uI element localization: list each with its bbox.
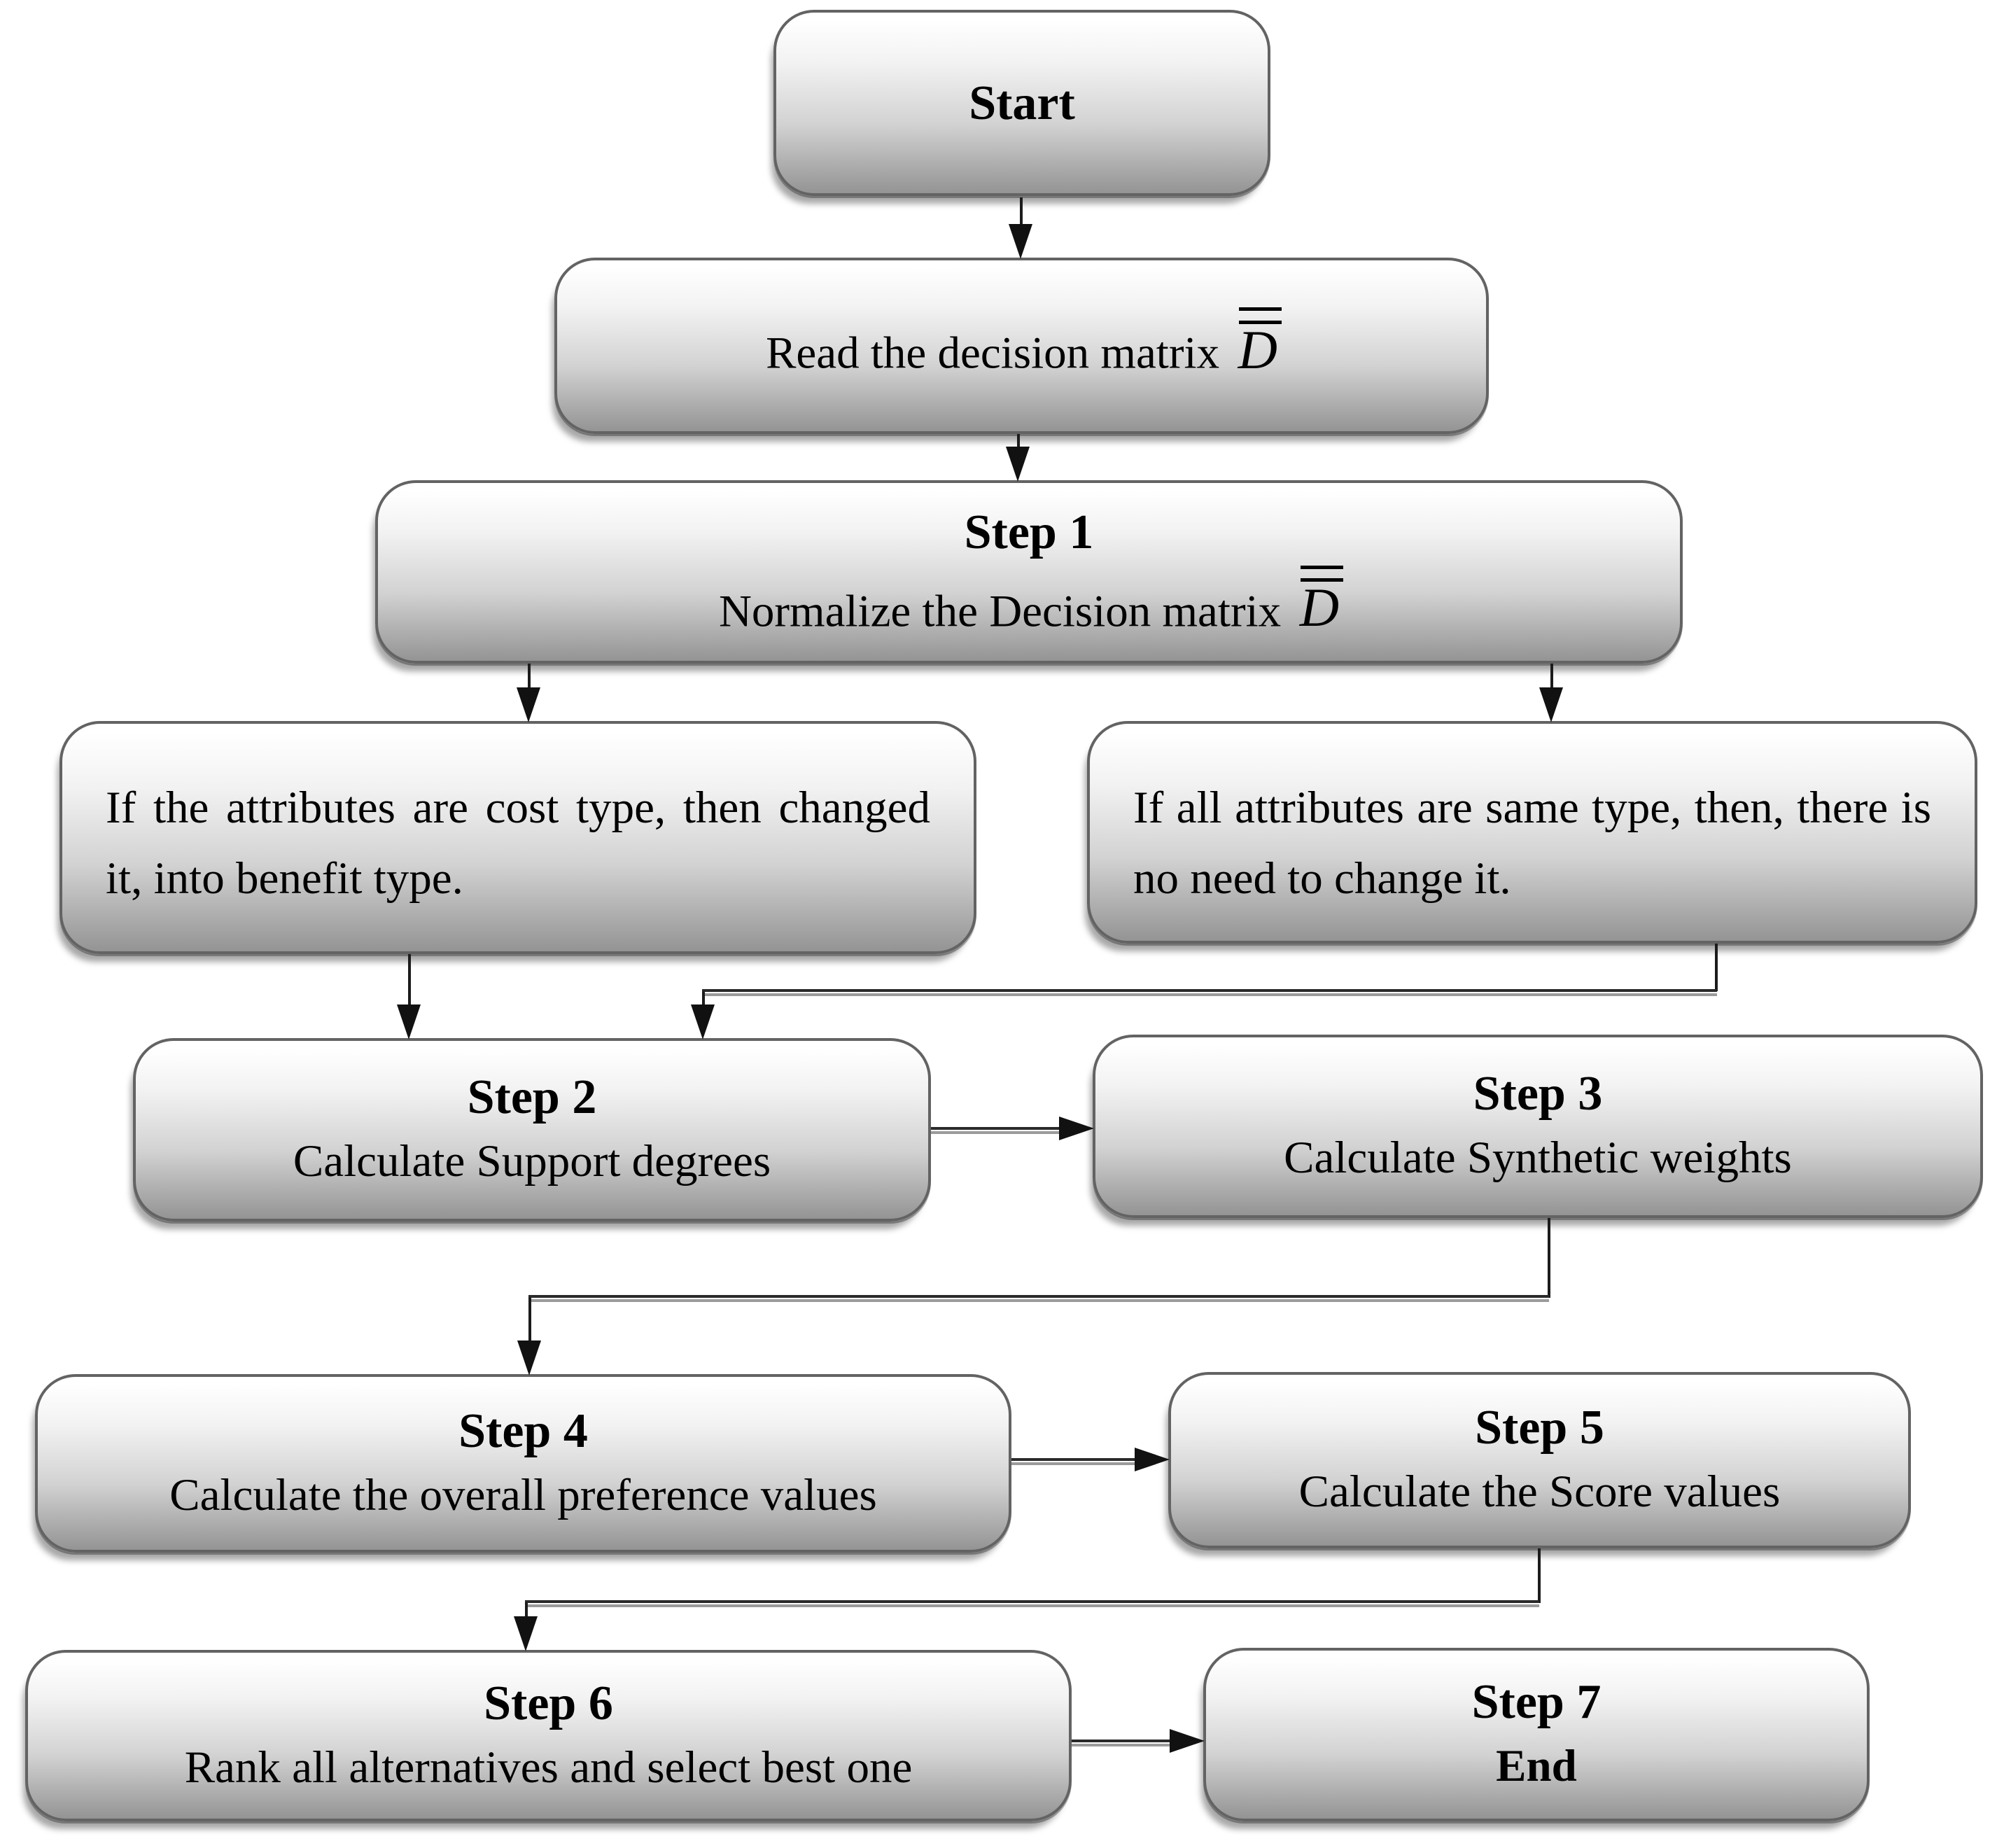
connector-step5-step6-segment-across [525, 1600, 1539, 1603]
arrowhead-right-icon [1170, 1729, 1205, 1753]
arrowhead-down-icon [517, 687, 540, 722]
connector-step3-step4-segment-across [528, 1295, 1549, 1298]
flow-node-branch-cost-type: If the attributes are cost type, then ch… [59, 721, 976, 954]
arrowhead-down-icon [1539, 687, 1563, 722]
node-title: Step 4 [458, 1404, 588, 1458]
node-title: Step 1 [964, 505, 1094, 559]
arrowhead-down-icon [514, 1616, 538, 1651]
flow-node-start: Start [773, 10, 1270, 196]
connector-step2-step3-line [931, 1127, 1060, 1130]
flow-node-step1: Step 1 Normalize the Decision matrix D [375, 480, 1683, 664]
connector-branch-same-step2-segment-drop [702, 991, 705, 1008]
flow-node-step2: Step 2 Calculate Support degrees [133, 1038, 931, 1222]
node-text: Calculate the overall preference values [169, 1469, 877, 1520]
connector-branch-same-step2-segment-across [702, 989, 1717, 992]
connector-step1-branch-same-line [1550, 664, 1553, 690]
node-title: Step 2 [467, 1070, 597, 1125]
node-text: Rank all alternatives and select best on… [184, 1742, 913, 1793]
flow-node-read-matrix: Read the decision matrix D [554, 258, 1489, 434]
arrowhead-right-icon [1135, 1448, 1170, 1471]
read-matrix-text: Read the decision matrix [766, 328, 1220, 379]
node-text: If the attributes are cost type, then ch… [106, 783, 930, 904]
flow-node-branch-same-type: If all attributes are same type, then, t… [1087, 721, 1977, 944]
arrowhead-down-icon [397, 1004, 421, 1040]
flow-node-step3: Step 3 Calculate Synthetic weights [1093, 1035, 1983, 1218]
arrowhead-right-icon [1059, 1116, 1094, 1140]
node-text: Calculate Support degrees [293, 1136, 771, 1187]
connector-read-step1-line [1017, 434, 1020, 449]
arrowhead-down-icon [691, 1004, 715, 1040]
connector-start-read-line [1020, 197, 1023, 227]
connector-branch-cost-step2-line [408, 954, 411, 1007]
arrowhead-down-icon [517, 1340, 541, 1376]
node-text: Calculate Synthetic weights [1284, 1133, 1792, 1184]
flow-node-step5: Step 5 Calculate the Score values [1168, 1372, 1911, 1548]
connector-step1-branch-cost-line [528, 664, 531, 690]
node-text: If all attributes are same type, then, t… [1133, 783, 1931, 904]
step1-text: Normalize the Decision matrix [718, 586, 1282, 637]
flow-node-step7-end: Step 7 End [1203, 1648, 1870, 1821]
node-title: Step 7 [1471, 1675, 1602, 1730]
node-title: Start [969, 76, 1075, 130]
node-title: Step 3 [1473, 1067, 1603, 1121]
connector-branch-same-step2-segment-down [1715, 944, 1718, 991]
node-text: End [1496, 1741, 1577, 1792]
arrowhead-down-icon [1009, 224, 1032, 259]
arrowhead-down-icon [1006, 447, 1030, 482]
decision-matrix-double-bar-symbol: D [1300, 564, 1344, 635]
flow-node-step6: Step 6 Rank all alternatives and select … [25, 1650, 1072, 1821]
connector-step4-step5-line [1011, 1458, 1136, 1461]
decision-matrix-double-bar-symbol: D [1238, 306, 1282, 377]
node-title: Step 5 [1475, 1401, 1604, 1455]
node-title: Step 6 [484, 1676, 613, 1730]
connector-step3-step4-segment-drop [528, 1297, 531, 1343]
connector-step5-step6-segment-down [1538, 1548, 1541, 1603]
node-text: Read the decision matrix D [766, 306, 1282, 386]
flow-node-step4: Step 4 Calculate the overall preference … [35, 1374, 1011, 1553]
connector-step6-step7-line [1072, 1740, 1170, 1742]
node-text: Normalize the Decision matrix D [718, 564, 1344, 644]
connector-step3-step4-segment-down [1548, 1218, 1550, 1298]
node-text: Calculate the Score values [1298, 1466, 1781, 1518]
connector-step5-step6-segment-drop [525, 1602, 528, 1619]
